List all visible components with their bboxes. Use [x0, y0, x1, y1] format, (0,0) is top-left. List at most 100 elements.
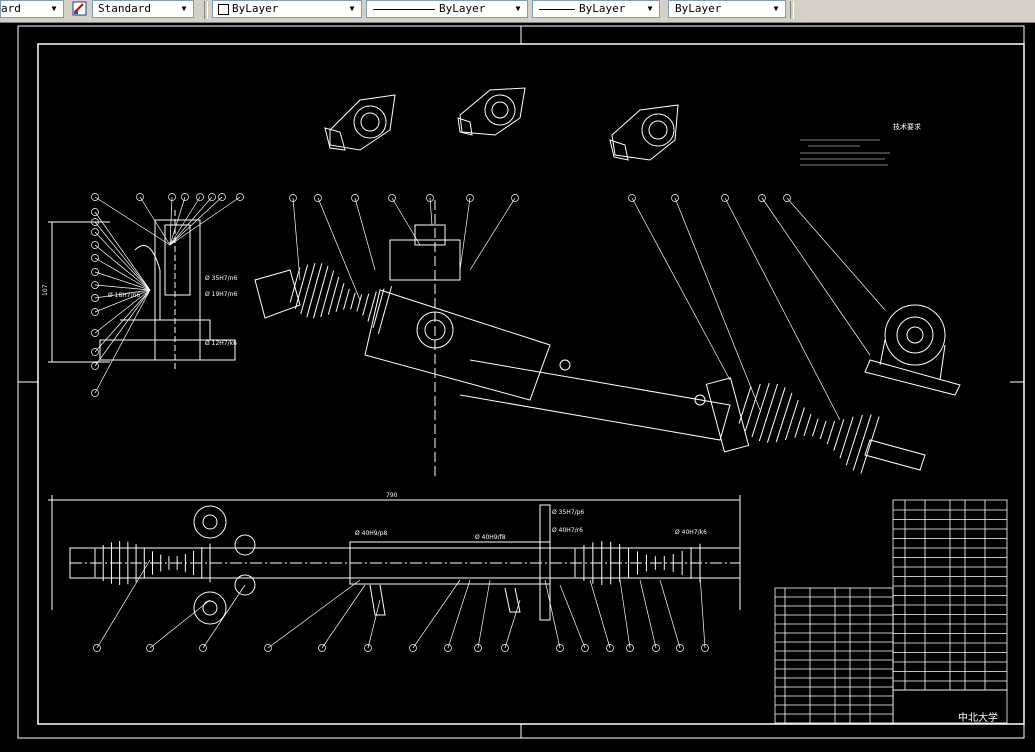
balloon-marker — [351, 194, 359, 202]
bellows-fold — [306, 263, 323, 318]
balloon-marker — [388, 194, 396, 202]
bellows-fold — [377, 286, 393, 334]
toolbar-separator — [790, 1, 794, 19]
bellows-fold — [356, 294, 363, 312]
leader-line — [267, 579, 361, 649]
leader-line — [429, 197, 433, 226]
tech-requirements-block — [800, 139, 890, 166]
bellows-fold — [335, 283, 345, 312]
leader-line — [139, 196, 171, 246]
leader-line — [202, 584, 246, 649]
leader-line — [94, 284, 151, 291]
balloon-marker — [409, 644, 417, 652]
leader-line — [659, 579, 681, 649]
chevron-down-icon[interactable]: ▼ — [647, 4, 653, 13]
main-assembly-view — [254, 200, 926, 480]
bellows-fold — [350, 292, 356, 310]
chevron-down-icon[interactable]: ▼ — [515, 4, 521, 13]
balloon-marker — [93, 644, 101, 652]
balloon-marker — [466, 194, 474, 202]
leader-line — [94, 211, 151, 291]
fit-label-3: Ø 18H7/n6 — [108, 292, 140, 299]
parts-list-table — [774, 499, 1008, 724]
balloon-marker — [181, 193, 189, 201]
bellows-fold — [362, 293, 370, 316]
dimension-top: 790 — [386, 492, 398, 499]
dimension-vertical: 107 — [42, 284, 49, 296]
leader-line — [149, 599, 211, 649]
leader-line — [391, 197, 421, 246]
fit-label-8: Ø 40H7/r6 — [552, 527, 583, 534]
balloon-marker — [91, 329, 99, 337]
bellows-fold — [751, 382, 770, 438]
balloon-marker — [208, 193, 216, 201]
balloon-marker — [218, 193, 226, 201]
fit-label-2: Ø 19H7/n6 — [205, 291, 237, 298]
balloon-marker — [91, 389, 99, 397]
drawing-canvas[interactable]: 107 790 Ø 35H7/n6 Ø 19H7/n6 Ø 18H7/n6 Ø … — [0, 22, 1035, 748]
bellows-fold — [327, 276, 340, 315]
balloon-marker — [626, 644, 634, 652]
leader-line — [786, 197, 886, 311]
balloon-marker — [289, 194, 297, 202]
leader-line — [94, 196, 171, 246]
leader-line — [94, 289, 151, 367]
leader-line — [169, 196, 173, 246]
leader-line — [94, 289, 151, 299]
balloon-marker — [758, 194, 766, 202]
leader-line — [724, 197, 841, 421]
text-style-value: ard — [1, 2, 21, 15]
dimension-style-icon[interactable] — [70, 0, 90, 18]
fit-label-9: Ø 40H7/k6 — [675, 529, 707, 536]
balloon-marker — [136, 193, 144, 201]
balloon-marker — [91, 241, 99, 249]
leader-line — [559, 584, 586, 649]
linetype-combo[interactable]: ByLayer ▼ — [366, 0, 528, 18]
dim-style-combo[interactable]: Standard ▼ — [92, 0, 194, 18]
bellows-fold — [826, 420, 836, 445]
leader-line — [94, 257, 151, 291]
plot-style-combo[interactable]: ByLayer ▼ — [668, 0, 786, 18]
color-combo[interactable]: ByLayer ▼ — [212, 0, 362, 18]
toolbar-separator — [204, 1, 208, 19]
leader-line — [459, 197, 471, 271]
balloon-marker — [91, 268, 99, 276]
chevron-down-icon[interactable]: ▼ — [181, 4, 187, 13]
leader-line — [317, 197, 361, 301]
bellows-fold — [852, 414, 872, 471]
balloon-marker — [556, 644, 564, 652]
leader-line — [94, 221, 151, 291]
properties-toolbar: ard ▼ Standard ▼ ByLayer ▼ ByLayer ▼ ByL… — [0, 0, 1035, 23]
lineweight-combo[interactable]: ByLayer ▼ — [532, 0, 660, 18]
leader-line — [94, 289, 151, 313]
color-swatch-icon — [218, 4, 229, 15]
balloon-marker — [426, 194, 434, 202]
leader-line — [169, 196, 201, 246]
dim-style-value: Standard — [98, 2, 151, 15]
chevron-down-icon[interactable]: ▼ — [349, 4, 355, 13]
leader-line — [367, 599, 381, 649]
chevron-down-icon[interactable]: ▼ — [773, 4, 779, 13]
bellows-fold — [738, 386, 752, 424]
balloon-marker — [91, 228, 99, 236]
lineweight-sample-icon — [539, 9, 575, 10]
drawing-outer-frame — [17, 25, 1025, 739]
balloon-marker — [652, 644, 660, 652]
chevron-down-icon[interactable]: ▼ — [51, 4, 57, 13]
leader-line — [477, 579, 491, 649]
plot-style-value: ByLayer — [675, 2, 722, 15]
mounting-bracket-view — [864, 304, 961, 396]
fit-label-1: Ø 35H7/n6 — [205, 275, 237, 282]
balloon-marker — [236, 193, 244, 201]
balloon-marker — [671, 194, 679, 202]
leader-line — [94, 289, 151, 394]
text-style-combo[interactable]: ard ▼ — [0, 0, 64, 18]
bellows-fold — [785, 399, 799, 441]
bellows-fold — [819, 420, 827, 440]
leader-line — [169, 196, 241, 246]
fit-label-6: Ø 40H9/f8 — [475, 534, 506, 541]
balloon-marker — [91, 254, 99, 262]
leader-line — [469, 197, 516, 271]
title-block-school: 中北大学 — [958, 711, 998, 724]
balloon-marker — [168, 193, 176, 201]
